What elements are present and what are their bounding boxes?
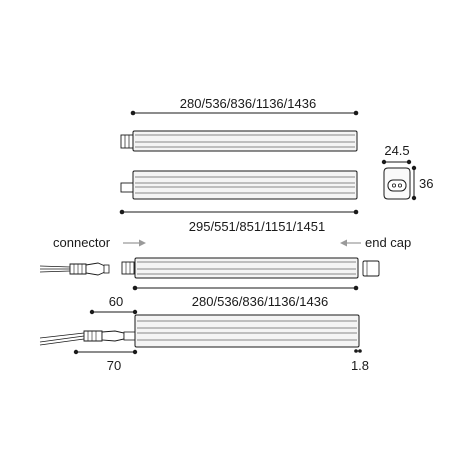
top-length-label: 280/536/836/1136/1436 <box>180 96 316 111</box>
inline-connector <box>121 261 135 275</box>
led-profile-bar <box>132 130 358 152</box>
offset-70-label: 70 <box>107 358 121 373</box>
cross-section-view: 24.5 36 <box>381 143 433 201</box>
top-profile-view: 280/536/836/1136/1436 <box>120 96 359 152</box>
connector-stub <box>120 182 135 193</box>
led-profile-bar <box>134 257 359 279</box>
profile-height-label: 36 <box>419 176 433 191</box>
led-profile-bar <box>134 314 360 348</box>
connector-stub <box>120 134 135 149</box>
installed-view: 60 70 1.8 <box>39 294 369 373</box>
connector-label: connector <box>53 235 111 250</box>
end-cap-label: end cap <box>365 235 411 250</box>
dimension-dot <box>130 110 136 116</box>
assembly-view: connector end cap 280/536/836/1136/1 <box>39 235 411 309</box>
total-length-label: 295/551/851/1151/1451 <box>189 219 325 234</box>
connected-length-label: 280/536/836/1136/1436 <box>192 294 328 309</box>
dimension-dot <box>353 110 359 116</box>
inline-connector <box>123 331 136 341</box>
side-profile-view: 295/551/851/1151/1451 <box>119 170 359 234</box>
endcap-thickness-label: 1.8 <box>351 358 369 373</box>
arrow-left-icon <box>340 239 347 247</box>
led-profile-bar <box>132 170 358 200</box>
profile-width-label: 24.5 <box>384 143 409 158</box>
arrow-right-icon <box>139 239 146 247</box>
offset-60-label: 60 <box>109 294 123 309</box>
end-cap <box>362 260 380 277</box>
